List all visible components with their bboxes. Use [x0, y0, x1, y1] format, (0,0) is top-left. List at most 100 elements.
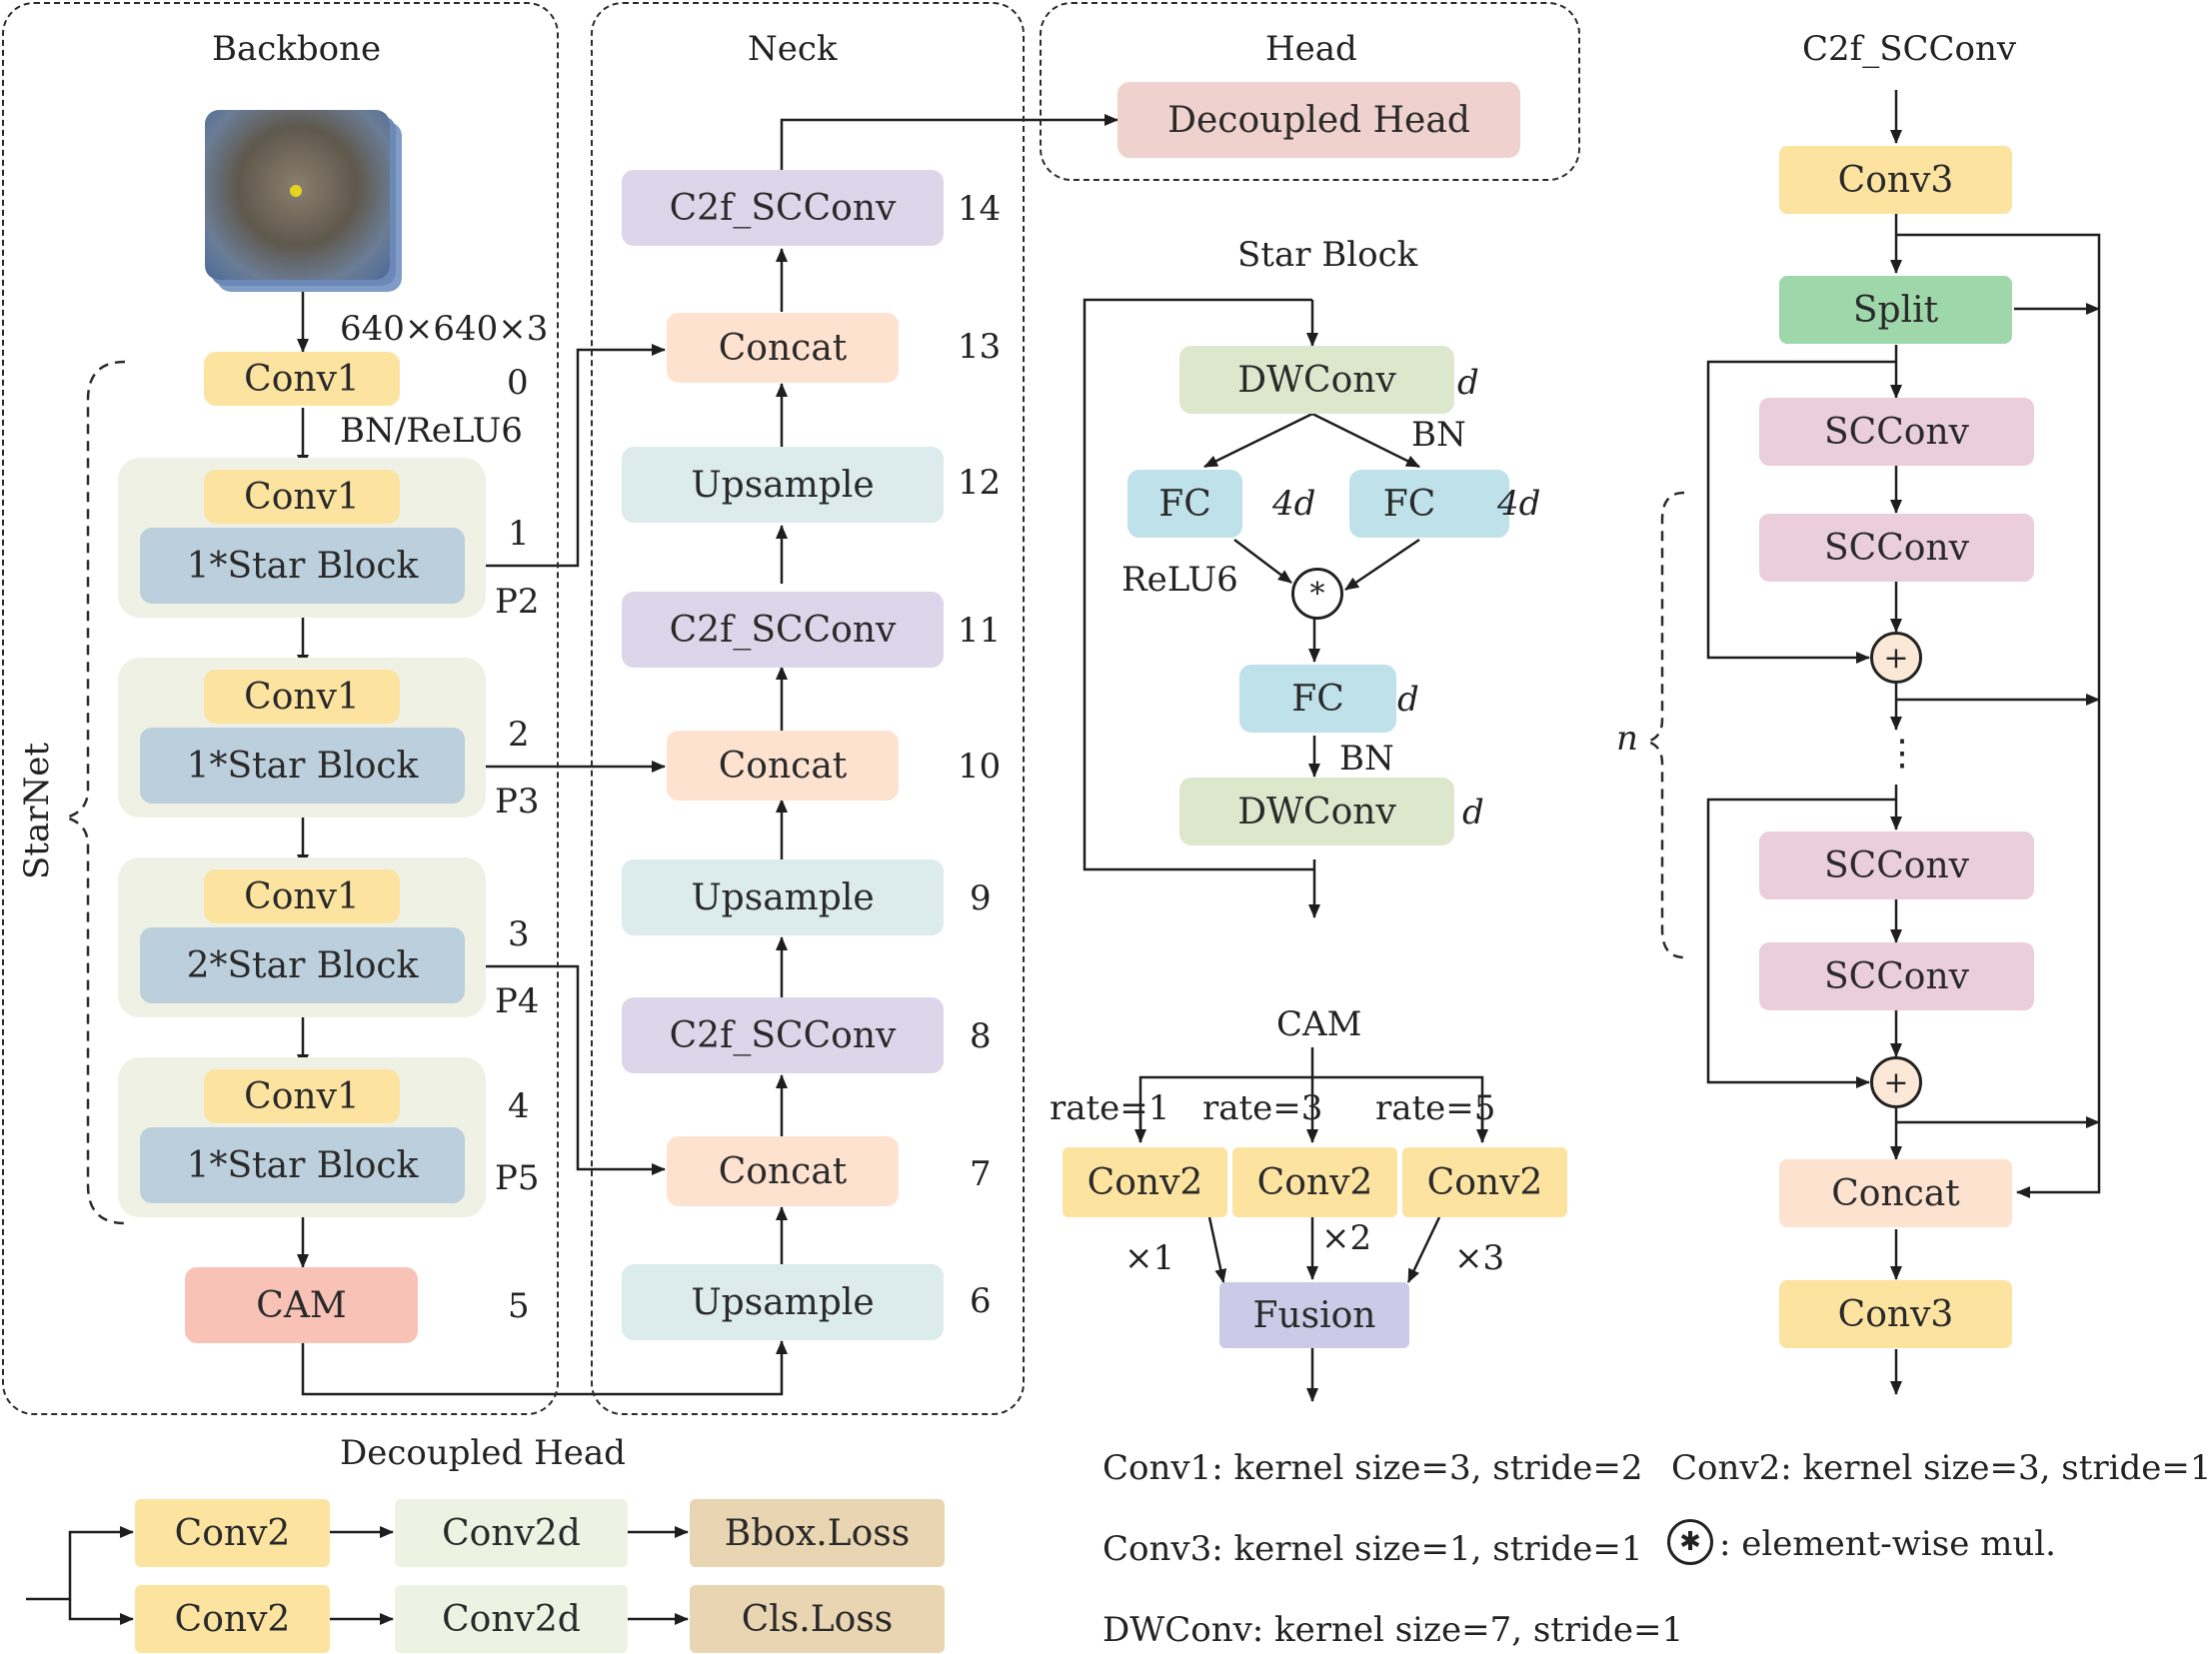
layer-index-9: 9 [970, 878, 992, 918]
layer-index-13: 13 [958, 327, 1002, 367]
input-size-label: 640×640×3 [340, 309, 549, 349]
star-fc-right: FC [1349, 470, 1509, 538]
cam-block: CAM [185, 1267, 418, 1343]
stage-4-conv1: Conv1 [204, 1069, 400, 1123]
cam-conv2-3: Conv2 [1232, 1147, 1397, 1217]
cam-conv2-5: Conv2 [1402, 1147, 1567, 1217]
stage-3-conv1: Conv1 [204, 869, 400, 923]
dh-conv2-cls: Conv2 [135, 1585, 330, 1653]
layer-index-4: 4 [508, 1086, 530, 1126]
legend-conv3: Conv3: kernel size=1, stride=1 [1103, 1529, 1643, 1569]
cam-mult-2: ×2 [1321, 1218, 1372, 1258]
stem-conv1: Conv1 [204, 352, 400, 406]
cam-rate-3: rate=3 [1202, 1088, 1323, 1128]
target-dot [290, 184, 303, 197]
layer-index-14: 14 [958, 189, 1002, 229]
layer-index-0: 0 [507, 363, 529, 403]
c2f-ellipsis: ⋮ [1884, 733, 1920, 774]
cam-title: CAM [1276, 1004, 1362, 1044]
layer-index-3: 3 [508, 914, 530, 954]
layer-index-10: 10 [958, 747, 1002, 787]
layer-index-2: 2 [508, 715, 530, 755]
c2f-scconv-1a: SCConv [1759, 398, 2034, 466]
c2f-repeat-n: n [1616, 719, 1638, 759]
layer-index-8: 8 [970, 1016, 992, 1056]
c2f-concat: Concat [1779, 1159, 2012, 1227]
decoupled-head-detail-title: Decoupled Head [340, 1433, 626, 1473]
cam-mult-3: ×3 [1454, 1238, 1505, 1278]
input-image [205, 110, 390, 280]
head-section [1040, 2, 1580, 181]
neck-concat-13: Concat [667, 313, 899, 383]
element-wise-mul-icon: * [1291, 568, 1343, 620]
neck-c2f-scconv-14: C2f_SCConv [622, 170, 944, 246]
decoupled-head-block: Decoupled Head [1117, 82, 1520, 158]
neck-upsample-9: Upsample [622, 859, 944, 935]
star-fc-right-dim: 4d [1497, 484, 1541, 524]
dh-cls-loss: Cls.Loss [690, 1585, 945, 1653]
star-fc-right-label: FC [1382, 483, 1436, 525]
star-bn-label-bottom: BN [1339, 739, 1394, 779]
layer-index-7: 7 [970, 1154, 992, 1194]
stage-3-star-block: 2*Star Block [140, 927, 465, 1003]
star-fc-bottom: FC [1239, 665, 1396, 733]
p2-label: P2 [495, 582, 540, 622]
stage-2-star-block: 1*Star Block [140, 728, 465, 804]
neck-section [591, 2, 1025, 1415]
connector-lines [26, 90, 2101, 1625]
star-bn-label-top: BN [1411, 415, 1466, 455]
stage-4-star-block: 1*Star Block [140, 1127, 465, 1203]
legend-mul: : element-wise mul. [1719, 1524, 2056, 1564]
neck-c2f-scconv-8: C2f_SCConv [622, 997, 944, 1073]
cam-mult-1: ×1 [1124, 1238, 1175, 1278]
legend-dwconv: DWConv: kernel size=7, stride=1 [1103, 1610, 1684, 1650]
dh-conv2d-bbox: Conv2d [395, 1499, 628, 1567]
neck-concat-7: Concat [667, 1136, 899, 1206]
cam-conv2-1: Conv2 [1063, 1147, 1227, 1217]
layer-index-6: 6 [970, 1281, 992, 1321]
p5-label: P5 [495, 1158, 540, 1198]
star-fc-bottom-dim: d [1397, 680, 1419, 720]
stage-1-star-block: 1*Star Block [140, 528, 465, 604]
starnet-label: StarNet [17, 742, 57, 879]
p3-label: P3 [495, 782, 540, 822]
bn-relu-label: BN/ReLU6 [340, 411, 523, 451]
stage-1-conv1: Conv1 [204, 470, 400, 524]
neck-concat-10: Concat [667, 731, 899, 801]
layer-index-1: 1 [508, 514, 530, 554]
star-fc-left-dim: 4d [1272, 484, 1316, 524]
neck-upsample-6: Upsample [622, 1264, 944, 1340]
star-fc-left: FC [1127, 470, 1242, 538]
dh-conv2-bbox: Conv2 [135, 1499, 330, 1567]
c2f-add-icon-1: + [1870, 632, 1922, 684]
cam-fusion: Fusion [1219, 1282, 1409, 1348]
c2f-scconv-nb: SCConv [1759, 942, 2034, 1010]
dh-conv2d-cls: Conv2d [395, 1585, 628, 1653]
layer-index-12: 12 [958, 463, 1002, 503]
p4-label: P4 [495, 981, 540, 1021]
c2f-scconv-1b: SCConv [1759, 514, 2034, 582]
layer-index-5: 5 [508, 1286, 530, 1326]
c2f-title: C2f_SCConv [1802, 29, 2017, 69]
c2f-scconv-na: SCConv [1759, 831, 2034, 899]
c2f-split: Split [1779, 276, 2012, 344]
neck-title: Neck [748, 29, 838, 69]
layer-index-11: 11 [958, 611, 1002, 651]
backbone-title: Backbone [212, 29, 382, 69]
c2f-conv3-bottom: Conv3 [1779, 1280, 2012, 1348]
neck-upsample-12: Upsample [622, 447, 944, 523]
star-block-title: Star Block [1237, 235, 1418, 275]
cam-rate-1: rate=1 [1050, 1088, 1170, 1128]
star-relu6-label: ReLU6 [1121, 560, 1238, 600]
stage-2-conv1: Conv1 [204, 670, 400, 724]
star-dwconv-top-dim: d [1457, 363, 1479, 403]
c2f-conv3-top: Conv3 [1779, 146, 2012, 214]
backbone-section [2, 2, 559, 1415]
head-title: Head [1265, 29, 1357, 69]
legend-conv2: Conv2: kernel size=3, stride=1 [1671, 1448, 2212, 1488]
star-dwconv-top: DWConv [1179, 346, 1454, 414]
legend-conv1: Conv1: kernel size=3, stride=2 [1103, 1448, 1643, 1488]
star-dwconv-bottom-dim: d [1462, 793, 1484, 832]
cam-rate-5: rate=5 [1375, 1088, 1496, 1128]
